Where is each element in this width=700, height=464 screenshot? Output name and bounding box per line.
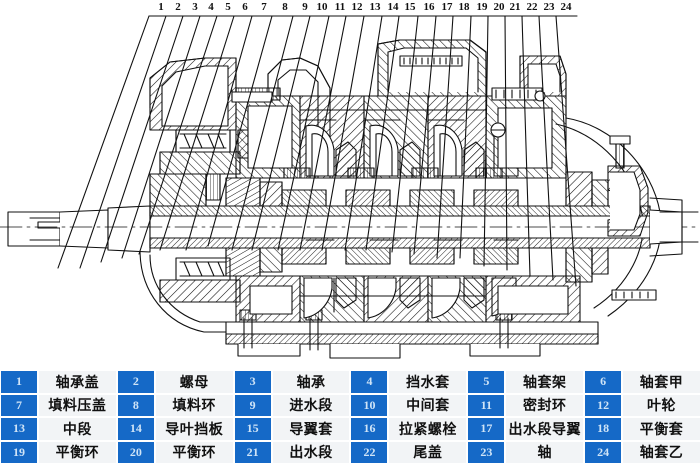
leader-line-1 xyxy=(57,15,173,269)
callout-leader-lines xyxy=(57,15,578,287)
leader-line-4 xyxy=(121,15,223,259)
legend-number-24: 24 xyxy=(584,440,623,464)
legend-number-20: 20 xyxy=(116,440,155,464)
legend-number-17: 17 xyxy=(467,417,506,441)
leader-line-17 xyxy=(413,15,459,255)
legend-part-name-20: 平衡环 xyxy=(154,440,234,464)
leader-line-19 xyxy=(459,15,494,259)
leader-line-5 xyxy=(138,15,240,255)
leader-line-2 xyxy=(79,15,190,269)
legend-number-15: 15 xyxy=(233,417,272,441)
leader-line-8 xyxy=(207,15,297,247)
legend-part-name-21: 出水段 xyxy=(271,440,351,464)
leader-line-13 xyxy=(321,15,387,251)
legend-part-name-13: 中段 xyxy=(38,417,117,441)
legend-part-name-22: 尾盖 xyxy=(388,440,468,464)
legend-part-name-10: 中间套 xyxy=(388,393,468,417)
legend-number-11: 11 xyxy=(467,393,506,417)
legend-part-name-17: 出水段导翼 xyxy=(505,417,585,441)
legend-part-name-3: 轴承 xyxy=(271,370,351,394)
leader-line-15 xyxy=(365,15,422,251)
legend-part-name-15: 导翼套 xyxy=(271,417,351,441)
leader-line-9 xyxy=(231,15,317,251)
legend-number-18: 18 xyxy=(584,417,623,441)
legend-number-10: 10 xyxy=(350,393,389,417)
legend-number-21: 21 xyxy=(233,440,272,464)
leader-line-21 xyxy=(504,15,527,271)
legend-number-4: 4 xyxy=(350,370,389,394)
legend-number-8: 8 xyxy=(116,393,155,417)
pump-cross-section-drawing xyxy=(0,15,699,359)
legend-part-name-16: 拉紧螺栓 xyxy=(388,417,468,441)
legend-number-3: 3 xyxy=(233,370,272,394)
legend-part-name-9: 进水段 xyxy=(271,393,351,417)
legend-number-13: 13 xyxy=(0,417,38,441)
legend-part-name-12: 叶轮 xyxy=(622,393,700,417)
legend-part-name-18: 平衡套 xyxy=(622,417,700,441)
leader-line-12 xyxy=(299,15,369,251)
legend-number-7: 7 xyxy=(0,393,38,417)
legend-part-name-7: 填料压盖 xyxy=(38,393,117,417)
leader-line-18 xyxy=(436,15,476,259)
legend-number-2: 2 xyxy=(116,370,155,394)
leader-line-23 xyxy=(538,15,561,281)
legend-part-name-14: 导叶挡板 xyxy=(154,417,234,441)
leader-line-11 xyxy=(277,15,352,251)
leader-line-24 xyxy=(555,15,578,287)
legend-number-5: 5 xyxy=(467,370,506,394)
leader-line-14 xyxy=(344,15,405,251)
legend-number-9: 9 xyxy=(233,393,272,417)
legend-number-16: 16 xyxy=(350,417,389,441)
legend-number-23: 23 xyxy=(467,440,506,464)
legend-part-name-1: 轴承盖 xyxy=(38,370,117,394)
leader-line-7 xyxy=(185,15,276,251)
legend-number-14: 14 xyxy=(116,417,155,441)
legend-number-12: 12 xyxy=(584,393,623,417)
legend-number-19: 19 xyxy=(0,440,38,464)
legend-part-name-24: 轴套乙 xyxy=(622,440,700,464)
legend-part-name-8: 填料环 xyxy=(154,393,234,417)
leader-line-3 xyxy=(100,15,207,263)
legend-number-22: 22 xyxy=(350,440,389,464)
legend-part-name-19: 平衡环 xyxy=(38,440,117,464)
legend-number-6: 6 xyxy=(584,370,623,394)
legend-part-name-11: 密封环 xyxy=(505,393,585,417)
legend-part-name-23: 轴 xyxy=(505,440,585,464)
legend-part-name-6: 轴套甲 xyxy=(622,370,700,394)
leader-line-16 xyxy=(391,15,441,253)
legend-number-1: 1 xyxy=(0,370,38,394)
leader-line-10 xyxy=(251,15,335,251)
leader-line-20 xyxy=(483,15,511,267)
legend-part-name-5: 轴套架 xyxy=(505,370,585,394)
leader-line-22 xyxy=(521,15,544,277)
legend-part-name-4: 挡水套 xyxy=(388,370,468,394)
leader-line-6 xyxy=(159,15,257,251)
legend-part-name-2: 螺母 xyxy=(154,370,234,394)
